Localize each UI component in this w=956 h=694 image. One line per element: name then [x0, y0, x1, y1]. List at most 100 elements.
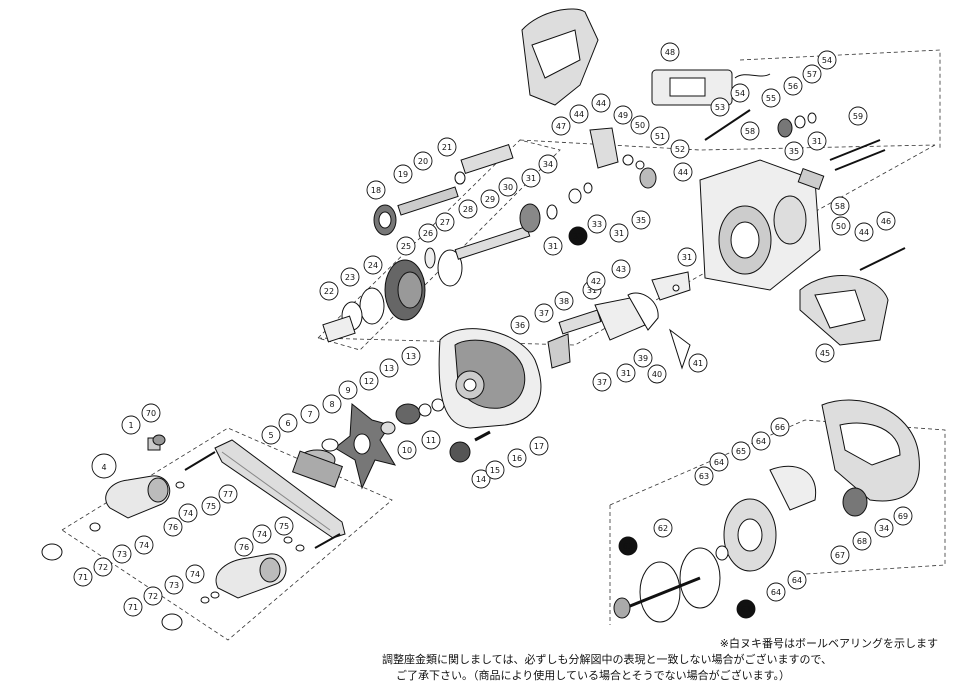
callout-circle [787, 570, 807, 590]
callout-circle [673, 162, 693, 182]
callout-number: 77 [223, 490, 233, 499]
callout-44: 44 [673, 162, 693, 182]
callout-circle [338, 380, 358, 400]
callout-number: 12 [364, 377, 374, 386]
callout-circle [660, 42, 680, 62]
callout-number: 31 [548, 242, 558, 251]
callout-number: 74 [183, 509, 193, 518]
callout-circle [143, 586, 163, 606]
callout-number: 46 [881, 217, 891, 226]
callout-circle [363, 255, 383, 275]
callout-75: 75 [274, 516, 294, 536]
callout-34: 34 [874, 518, 894, 538]
callout-circle [766, 582, 786, 602]
callout-circle [234, 537, 254, 557]
callout-4: 4 [91, 453, 117, 479]
callout-number: 61 [623, 542, 633, 551]
callout-7: 7 [300, 404, 320, 424]
callout-number: 73 [117, 550, 127, 559]
callout-number: 27 [440, 218, 450, 227]
callout-number: 1 [128, 421, 133, 430]
callout-30: 30 [498, 177, 518, 197]
callout-42: 42 [586, 271, 606, 291]
callout-circle [359, 371, 379, 391]
callout-1: 1 [121, 415, 141, 435]
callout-circle [393, 164, 413, 184]
callout-64: 64 [709, 452, 729, 472]
callout-number: 57 [807, 70, 817, 79]
callout-circle [134, 535, 154, 555]
callout-number: 66 [775, 423, 785, 432]
callout-number: 53 [715, 103, 725, 112]
washer-note: 調整座金類に関しましては、必ずしも分解図中の表現と一致しない場合がございますので… [382, 653, 833, 666]
callout-41: 41 [688, 353, 708, 373]
callout-number: 72 [98, 563, 108, 572]
callout-circle [252, 524, 272, 544]
callout-circle [319, 281, 339, 301]
callout-circle [278, 413, 298, 433]
callout-31: 31 [521, 168, 541, 188]
callout-circle [817, 50, 837, 70]
callout-74: 74 [134, 535, 154, 555]
callout-circle [783, 76, 803, 96]
callout-number: 13 [384, 364, 394, 373]
callout-circle [647, 364, 667, 384]
callout-number: 34 [543, 160, 553, 169]
callout-15: 15 [485, 460, 505, 480]
clutch-mechanism [547, 271, 691, 370]
callout-number: 50 [635, 121, 645, 130]
callout-circle [731, 441, 751, 461]
callouts: 7014777574767473727175747674737271567891… [73, 42, 913, 619]
callout-31: 31 [807, 131, 827, 151]
callout-22: 22 [319, 281, 339, 301]
callout-number: 69 [898, 512, 908, 521]
callout-27: 27 [435, 212, 455, 232]
callout-number: 71 [78, 573, 88, 582]
callout-number: 11 [426, 436, 436, 445]
callout-number: 13 [406, 352, 416, 361]
callout-14: 14 [471, 469, 491, 489]
callout-circle [815, 343, 835, 363]
callout-number: 75 [279, 522, 289, 531]
callout-number: 74 [190, 570, 200, 579]
callout-44: 44 [854, 222, 874, 242]
callout-74: 74 [178, 503, 198, 523]
callout-number: 47 [556, 122, 566, 131]
callout-circle [480, 189, 500, 209]
callout-circle [485, 460, 505, 480]
callout-16: 16 [507, 448, 527, 468]
callout-circle [396, 236, 416, 256]
callout-number: 61 [741, 605, 751, 614]
callout-26: 26 [418, 223, 438, 243]
callout-circle [201, 496, 221, 516]
callout-circle [185, 564, 205, 584]
callout-circle [677, 247, 697, 267]
callout-71: 71 [73, 567, 93, 587]
callout-62: 62 [653, 518, 673, 538]
callout-circle [688, 353, 708, 373]
callout-number: 72 [148, 592, 158, 601]
callout-number: 73 [169, 581, 179, 590]
callout-number: 29 [485, 195, 495, 204]
callout-circle [830, 545, 850, 565]
callout-57: 57 [802, 64, 822, 84]
reel-frame [521, 8, 906, 346]
callout-31: 31 [543, 236, 563, 256]
callout-circle [736, 599, 756, 619]
callout-number: 64 [714, 458, 724, 467]
callout-71: 71 [123, 597, 143, 617]
callout-circle [854, 222, 874, 242]
callout-9: 9 [338, 380, 358, 400]
callout-circle [609, 223, 629, 243]
callout-circle [653, 518, 673, 538]
notes: ※白ヌキ番号はボールベアリングを示します 調整座金類に関しましては、必ずしも分解… [382, 636, 942, 684]
callout-circle [616, 363, 636, 383]
callout-circle [592, 372, 612, 392]
callout-number: 17 [534, 442, 544, 451]
callout-circle [543, 236, 563, 256]
callout-45: 45 [815, 343, 835, 363]
callout-6: 6 [278, 413, 298, 433]
callout-number: 56 [788, 82, 798, 91]
callout-64: 64 [751, 431, 771, 451]
callout-66: 66 [770, 417, 790, 437]
